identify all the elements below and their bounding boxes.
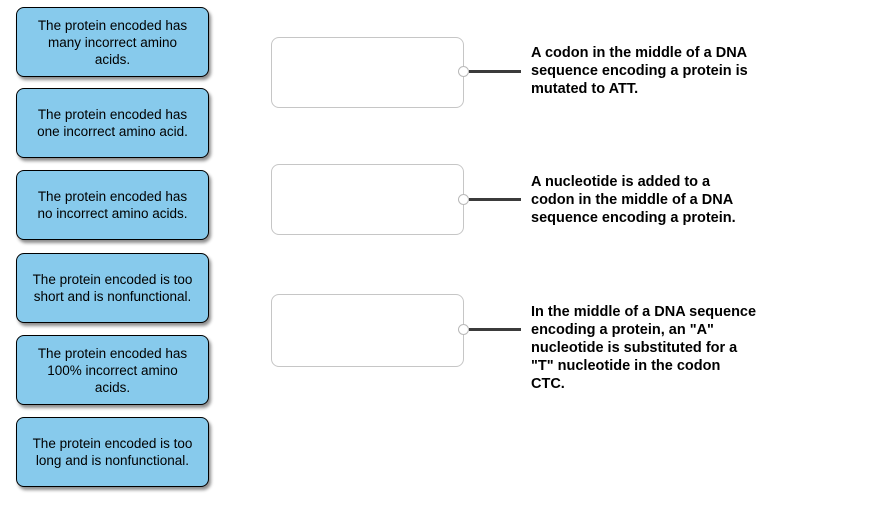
drop-target-1[interactable] (271, 37, 464, 108)
prompt-text-2: A nucleotide is added to a codon in the … (531, 174, 736, 226)
connector-line-1 (469, 70, 521, 73)
connector-dot-1 (458, 66, 469, 77)
prompt-text-3: In the middle of a DNA sequence encoding… (531, 304, 757, 392)
answer-tile-no-incorrect[interactable]: The protein encoded has no incorrect ami… (16, 170, 209, 240)
answer-tile-100-percent-incorrect[interactable]: The protein encoded has 100% incorrect a… (16, 335, 209, 405)
connector-line-3 (469, 328, 521, 331)
answer-tile-many-incorrect[interactable]: The protein encoded has many incorrect a… (16, 7, 209, 77)
connector-dot-2 (458, 194, 469, 205)
answer-tile-one-incorrect[interactable]: The protein encoded has one incorrect am… (16, 88, 209, 158)
answer-tile-too-long[interactable]: The protein encoded is too long and is n… (16, 417, 209, 487)
drop-target-2[interactable] (271, 164, 464, 235)
answer-tile-too-short[interactable]: The protein encoded is too short and is … (16, 253, 209, 323)
connector-dot-3 (458, 324, 469, 335)
connector-line-2 (469, 198, 521, 201)
prompt-text-1: A codon in the middle of a DNA sequence … (531, 45, 748, 97)
drop-target-3[interactable] (271, 294, 464, 367)
